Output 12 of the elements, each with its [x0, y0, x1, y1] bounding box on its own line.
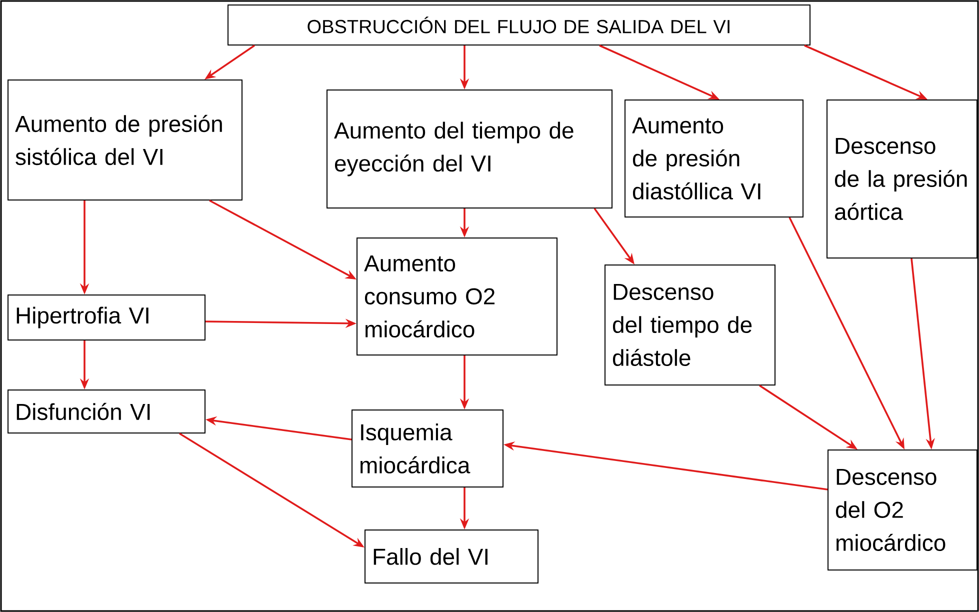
process-box: Isquemia miocárdica	[352, 410, 504, 488]
process-box: Descenso del O2 miocárdico	[828, 450, 978, 570]
process-box: Hipertrofia VI	[8, 294, 206, 340]
process-box: Aumento del tiempo de eyección del VI	[326, 90, 612, 208]
process-box: Descenso de la presión aórtica	[826, 100, 978, 258]
process-box: Aumento de presión sistólica del VI	[8, 80, 242, 200]
title-box: OBSTRUCCIÓN DEL FLUJO DE SALIDA DEL VI	[228, 4, 810, 46]
process-box: Fallo del VI	[364, 530, 538, 584]
process-box: Descenso del tiempo de diástole	[604, 264, 776, 386]
process-box: Aumento consumo O2 miocárdico	[356, 238, 558, 356]
process-box: Aumento de presión diastóllica VI	[624, 100, 804, 218]
process-box: Disfunción VI	[8, 390, 206, 434]
